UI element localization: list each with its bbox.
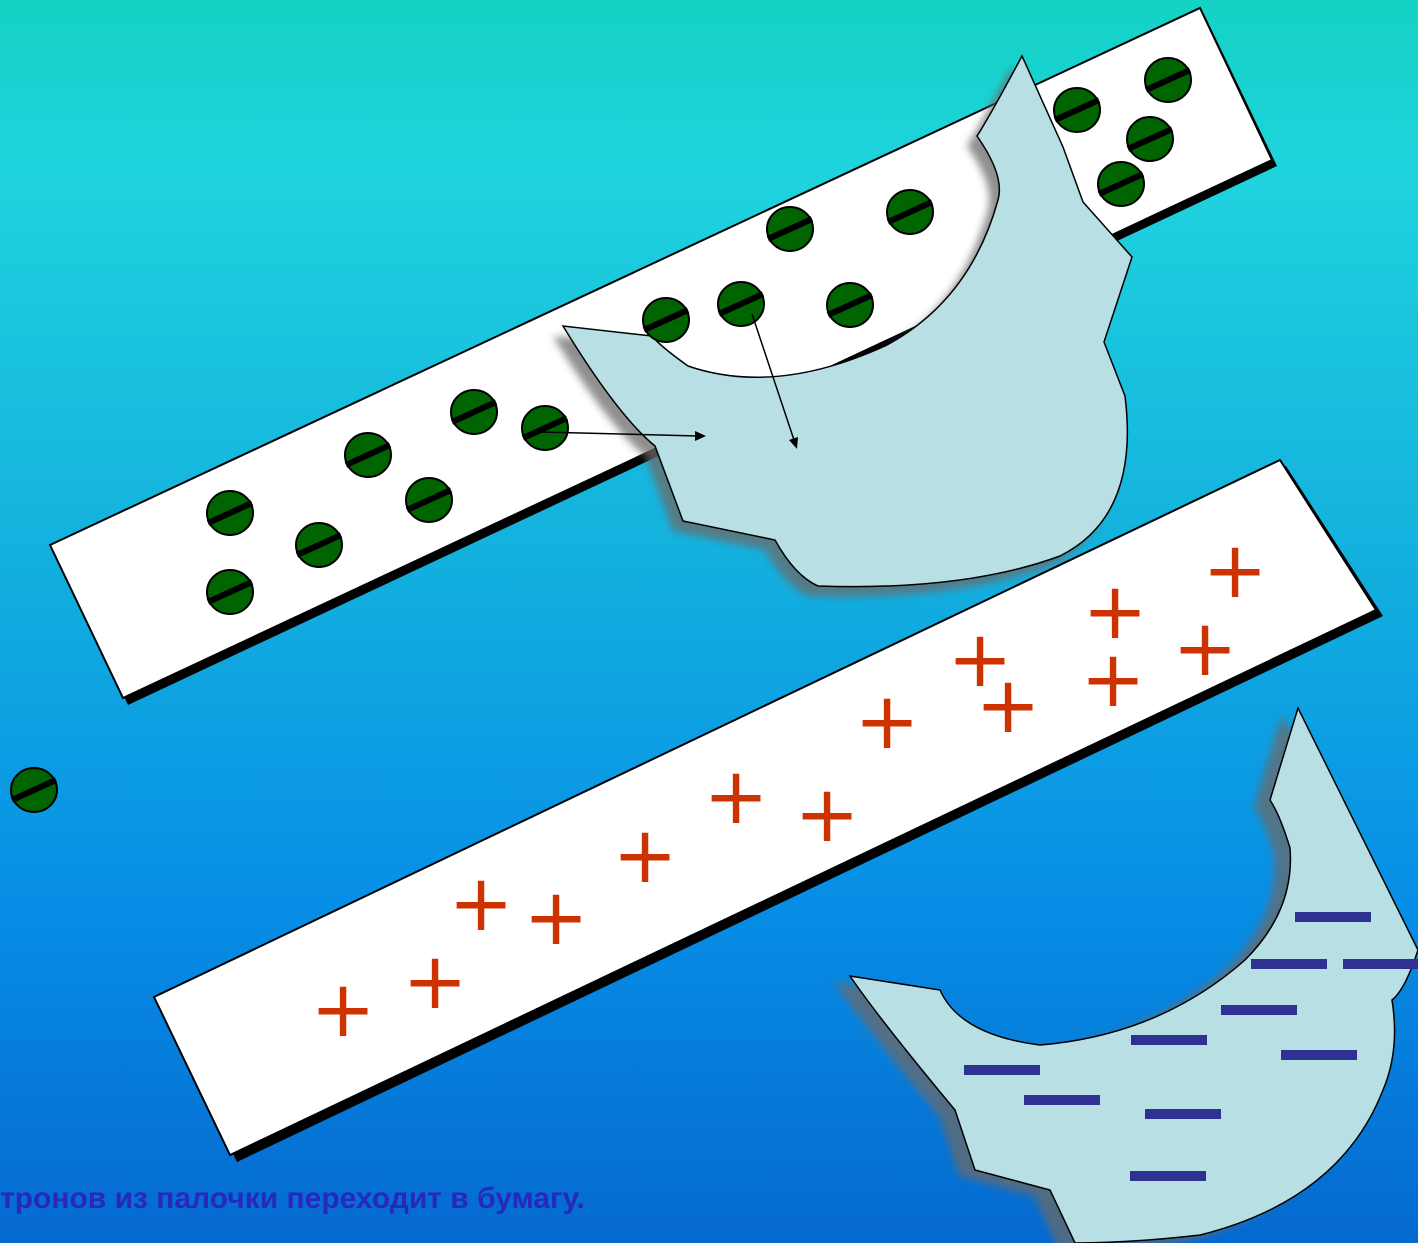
electron: [643, 298, 689, 342]
electron: [827, 283, 873, 327]
free-electron-mark: [11, 768, 57, 812]
paper-negative-charge: [1343, 959, 1418, 969]
electron: [767, 207, 813, 251]
electron: [1127, 117, 1173, 161]
electron: [887, 190, 933, 234]
paper-negative-charge: [1131, 1035, 1207, 1045]
electron: [406, 478, 452, 522]
proton-plus: +: [523, 873, 588, 963]
paper-negative-charge: [1281, 1050, 1357, 1060]
proton-plus: +: [402, 937, 467, 1027]
proton-plus: +: [794, 770, 859, 860]
electron: [296, 523, 342, 567]
electron: [207, 491, 253, 535]
electron: [1054, 88, 1100, 132]
proton-plus: +: [1080, 635, 1145, 725]
electron: [1145, 58, 1191, 102]
electron: [522, 406, 568, 450]
electron: [451, 390, 497, 434]
proton-plus: +: [975, 661, 1040, 751]
proton-plus: +: [703, 752, 768, 842]
electron: [207, 570, 253, 614]
proton-plus: +: [1202, 526, 1267, 616]
electron: [345, 433, 391, 477]
paper-negative-charge: [1145, 1109, 1221, 1119]
proton-plus: +: [310, 965, 375, 1055]
proton-plus: +: [1172, 604, 1237, 694]
caption-text: тронов из палочки переходит в бумагу.: [0, 1181, 585, 1217]
proton-plus: +: [854, 677, 919, 767]
paper-negative-charge: [1024, 1095, 1100, 1105]
electron: [1098, 162, 1144, 206]
paper-negative-charge: [1295, 912, 1371, 922]
electron: [718, 282, 764, 326]
paper-negative-charge: [964, 1065, 1040, 1075]
proton-plus: +: [612, 811, 677, 901]
proton-plus: +: [448, 859, 513, 949]
paper-negative-charge: [1251, 959, 1327, 969]
paper-negative-charge: [1130, 1171, 1206, 1181]
paper-negative-charge: [1221, 1005, 1297, 1015]
free-electron: [11, 768, 57, 812]
